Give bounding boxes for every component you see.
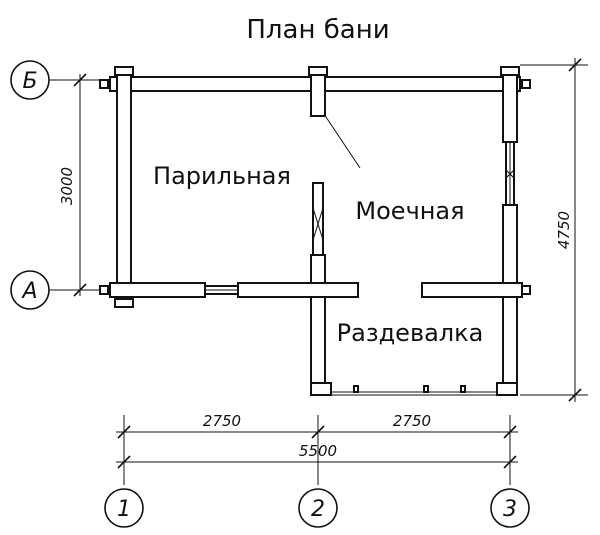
dimension-label-5500: 5500 — [299, 442, 337, 460]
axis-label-col-3: 3 — [503, 497, 517, 522]
dimension-left-vertical: 3000 — [58, 73, 87, 297]
axis-marker-row-a: А — [10, 270, 50, 310]
axis-marker-col-1: 1 — [104, 488, 144, 528]
walls — [99, 66, 531, 396]
dimension-label-4750: 4750 — [555, 211, 573, 249]
axis-marker-col-3: 3 — [490, 488, 530, 528]
openings — [204, 113, 515, 396]
axis-label-row-a: А — [20, 279, 37, 304]
room-label-steam-room: Парильная — [153, 162, 291, 190]
axis-label-row-b: Б — [22, 69, 37, 94]
axis-grid-lines — [48, 64, 588, 485]
room-label-dressing-room: Раздевалка — [337, 319, 484, 347]
dimension-right-vertical: 4750 — [555, 58, 582, 402]
axis-label-col-1: 1 — [117, 497, 131, 522]
dimension-bottom: 2750 2750 5500 — [116, 412, 518, 469]
axis-marker-row-b: Б — [10, 60, 50, 100]
axis-label-col-2: 2 — [311, 497, 325, 522]
dimension-label-2750-left: 2750 — [203, 412, 241, 430]
room-label-washing-room: Моечная — [355, 197, 464, 225]
plan-title: План бани — [246, 15, 389, 45]
dimension-label-2750-right: 2750 — [393, 412, 431, 430]
dimension-label-3000: 3000 — [58, 167, 76, 205]
axis-marker-col-2: 2 — [298, 488, 338, 528]
